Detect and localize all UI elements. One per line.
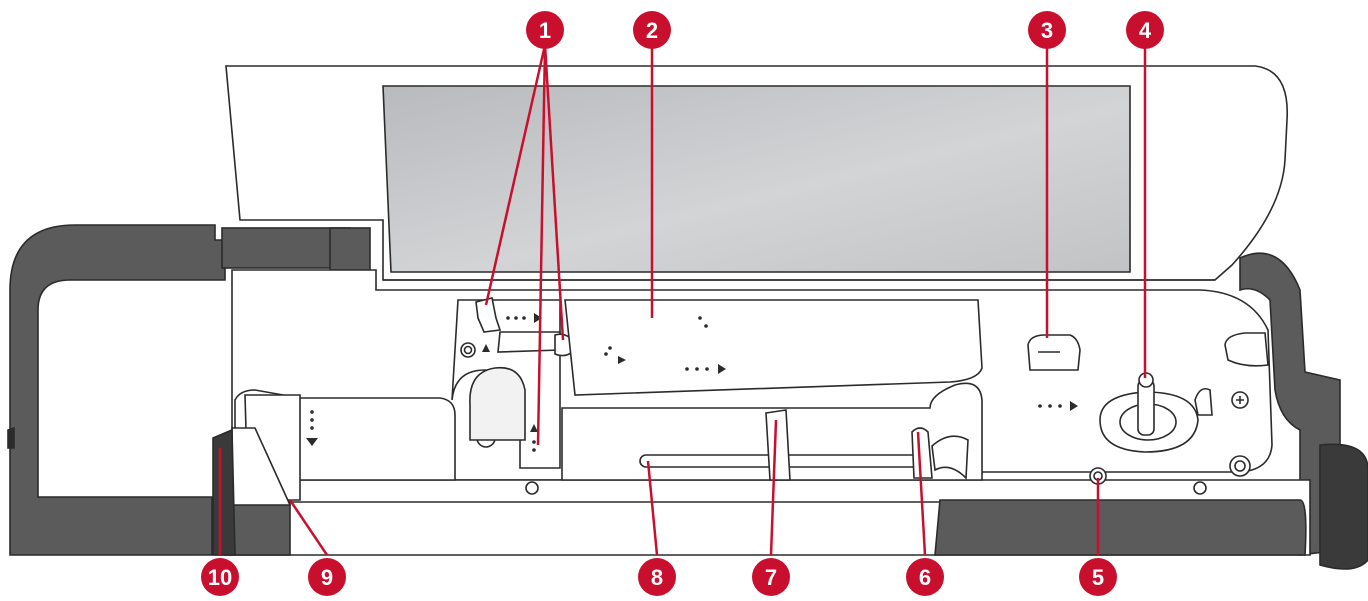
leader-1b [536, 44, 547, 446]
callout-8: 8 [638, 558, 676, 596]
callout-4-label: 4 [1139, 18, 1152, 43]
leader-9 [288, 499, 329, 556]
thread-slot [469, 366, 526, 441]
callout-2: 2 [633, 11, 671, 49]
deck-screw-left-core [463, 345, 473, 355]
spool-pin-end [911, 427, 933, 479]
callout-5-label: 5 [1092, 565, 1104, 590]
right-deck-recess [1224, 332, 1269, 367]
leader-1c [543, 44, 565, 341]
callout-1-label: 1 [539, 18, 551, 43]
front-screw-left [525, 481, 539, 495]
callout-7-label: 7 [765, 565, 777, 590]
callout-10-label: 10 [208, 565, 232, 590]
callout-2-label: 2 [646, 18, 658, 43]
callouts: 1 2 3 4 5 6 7 8 [201, 11, 1164, 596]
leader-6 [916, 431, 927, 556]
callout-3-label: 3 [1041, 18, 1053, 43]
callout-1: 1 [526, 11, 564, 49]
callout-9-label: 9 [321, 565, 333, 590]
screw-cross [1236, 396, 1244, 404]
thread-guide-front [475, 297, 502, 333]
leader-7 [769, 419, 778, 556]
side-hand-wheel [212, 428, 236, 556]
front-left-dark-block [224, 499, 291, 556]
callout-4: 4 [1126, 11, 1164, 49]
callout-3: 3 [1028, 11, 1066, 49]
middle-deck-plate [564, 299, 983, 396]
callout-8-label: 8 [651, 565, 663, 590]
carrying-handle [9, 224, 231, 556]
bobbin-winder-spindle [1137, 379, 1155, 436]
front-screw-right [1193, 481, 1207, 495]
direction-marks [306, 313, 1078, 452]
callout-5: 5 [1079, 558, 1117, 596]
lid-glass-panel [382, 85, 1131, 273]
bobbin-winder-stop [1194, 387, 1213, 416]
callout-7: 7 [752, 558, 790, 596]
callout-6: 6 [906, 558, 944, 596]
handle-grip-top [221, 227, 351, 269]
side-lever [7, 426, 15, 449]
callout-10: 10 [201, 558, 239, 596]
thread-guide-bar [497, 331, 561, 353]
right-frame [1239, 252, 1341, 556]
deck-screw-right-lower-core [1234, 460, 1246, 472]
handwheel [1319, 443, 1368, 570]
leader-lines [218, 44, 1147, 556]
callout-9: 9 [308, 558, 346, 596]
callout-6-label: 6 [919, 565, 931, 590]
leader-8 [646, 460, 659, 556]
front-right-dark-panel [934, 499, 1307, 556]
spool-cap [765, 409, 791, 481]
machine-body [7, 65, 1368, 570]
leader-1a [484, 44, 547, 306]
spool-pin-clip [931, 435, 969, 480]
